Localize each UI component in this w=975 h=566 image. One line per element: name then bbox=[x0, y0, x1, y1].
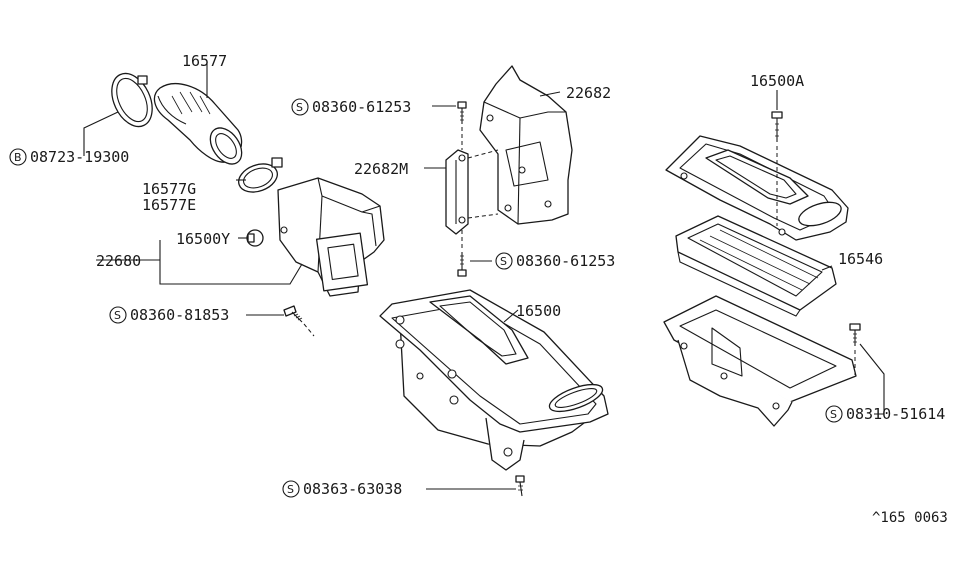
label-resonator-cap: 16500Y bbox=[176, 230, 230, 248]
resonator bbox=[246, 177, 385, 297]
svg-text:08723-19300: 08723-19300 bbox=[30, 148, 129, 166]
label-screw-resonator: S 08360-81853 bbox=[109, 306, 229, 324]
svg-text:S: S bbox=[500, 255, 507, 268]
svg-text:08360-61253: 08360-61253 bbox=[516, 252, 615, 270]
label-cover-bolt: 16500A bbox=[750, 72, 804, 90]
hose-clamp bbox=[238, 157, 283, 193]
resonator-screw bbox=[283, 305, 315, 337]
label-resonator-assy: 22680 bbox=[96, 252, 141, 270]
label-clamps-alt: 16577E bbox=[142, 196, 196, 214]
svg-text:08363-63038: 08363-63038 bbox=[303, 480, 402, 498]
label-bottom-bolt: S 08363-63038 bbox=[282, 480, 402, 498]
svg-text:08360-61253: 08360-61253 bbox=[312, 98, 411, 116]
svg-text:S: S bbox=[287, 483, 294, 496]
diagram-code: ^165 0063 bbox=[872, 510, 948, 526]
label-clamp-bolt: B 08723-19300 bbox=[9, 148, 129, 166]
svg-text:B: B bbox=[14, 151, 22, 164]
air-filter-element bbox=[675, 215, 837, 317]
svg-text:08310-51614: 08310-51614 bbox=[846, 405, 945, 423]
part-labels: B 08723-19300 16577 16577G 16577E 22680 … bbox=[9, 52, 948, 526]
label-bracket-screw-top: S 08360-61253 bbox=[291, 98, 411, 116]
label-side-bolt: S 08310-51614 bbox=[825, 405, 945, 423]
intake-duct bbox=[111, 72, 243, 165]
label-air-cleaner: 16500 bbox=[516, 302, 561, 320]
air-cleaner-cover bbox=[665, 111, 849, 241]
label-bracket: 22682 bbox=[566, 84, 611, 102]
air-cleaner-lower-case bbox=[663, 295, 861, 427]
label-duct: 16577 bbox=[182, 52, 227, 70]
label-clamps: 16577G bbox=[142, 180, 196, 198]
svg-text:S: S bbox=[114, 309, 121, 322]
svg-text:S: S bbox=[296, 101, 303, 114]
air-cleaner-assembly bbox=[379, 289, 609, 497]
svg-text:S: S bbox=[830, 408, 837, 421]
label-bracket-screw-bottom: S 08360-61253 bbox=[495, 252, 615, 270]
bracket bbox=[445, 65, 573, 277]
svg-text:08360-81853: 08360-81853 bbox=[130, 306, 229, 324]
label-element: 16546 bbox=[838, 250, 883, 268]
leader-lines bbox=[83, 64, 885, 490]
label-bracket-sub: 22682M bbox=[354, 160, 408, 178]
